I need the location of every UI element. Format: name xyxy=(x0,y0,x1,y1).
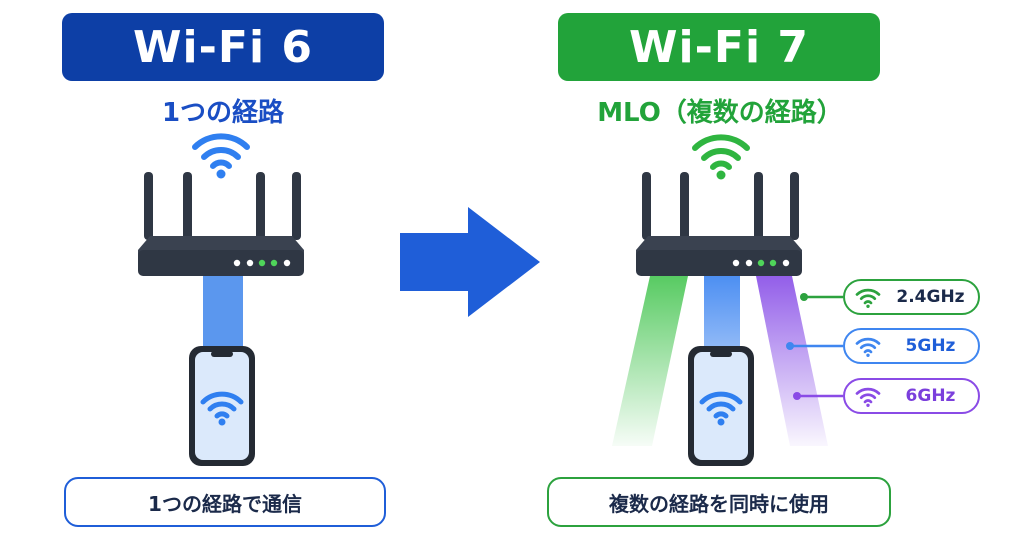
smartphone-right xyxy=(688,346,754,466)
blue-beam-right xyxy=(704,276,740,352)
wifi6-caption: 1つの経路で通信 xyxy=(64,477,386,527)
purple-beam xyxy=(756,276,828,446)
wifi-icon xyxy=(855,288,881,308)
band-label-2-4ghz: 2.4GHz xyxy=(843,279,980,315)
band-label-5ghz: 5GHz xyxy=(843,328,980,364)
wifi6-title: Wi-Fi 6 xyxy=(62,13,384,81)
wifi-icon-right-top xyxy=(692,134,750,180)
blue-beam-left xyxy=(203,276,243,352)
band-label-6ghz: 6GHz xyxy=(843,378,980,414)
router-left xyxy=(138,172,304,276)
band-label-text: 6GHz xyxy=(905,386,956,406)
wifi7-subtitle: MLO（複数の経路） xyxy=(597,98,843,128)
smartphone-left xyxy=(189,346,255,466)
wifi6-subtitle: 1つの経路 xyxy=(161,98,285,128)
wifi7-caption: 複数の経路を同時に使用 xyxy=(547,477,891,527)
wifi-icon xyxy=(855,337,881,357)
band-label-text: 2.4GHz xyxy=(896,287,965,307)
right-arrow xyxy=(400,207,540,317)
wifi7-title: Wi-Fi 7 xyxy=(558,13,880,81)
green-beam xyxy=(612,276,688,446)
wifi-icon-left-top xyxy=(192,133,250,179)
router-right xyxy=(636,172,802,276)
band-connectors xyxy=(786,293,843,400)
wifi-icon xyxy=(855,387,881,407)
band-label-text: 5GHz xyxy=(905,336,956,356)
